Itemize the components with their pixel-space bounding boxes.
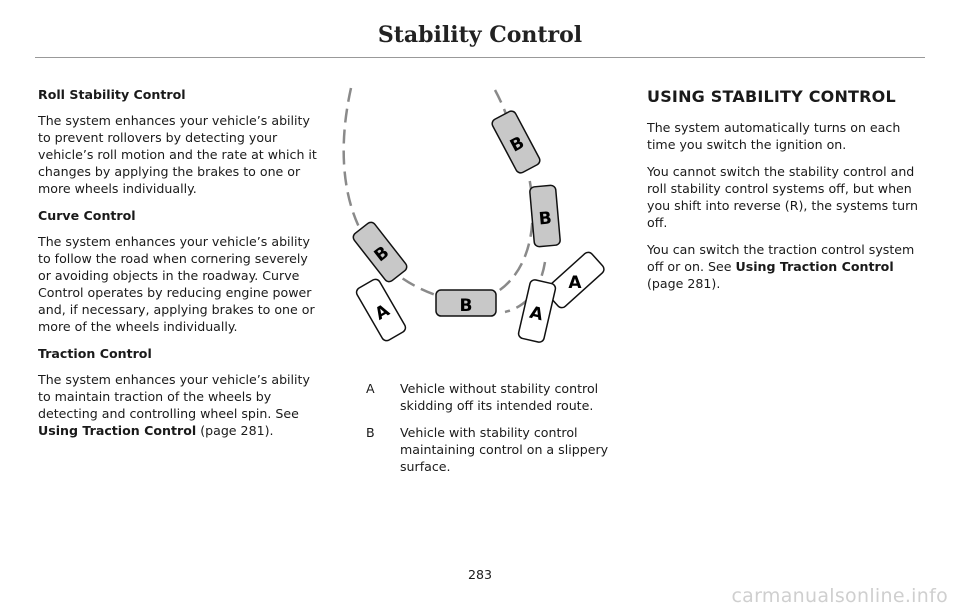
page-title: Stability Control	[377, 22, 583, 48]
car-b-upper: B	[491, 110, 541, 174]
legend-key-a: A	[366, 381, 375, 396]
car-b-middle: B	[529, 184, 561, 248]
cannot-switch-off-text: You cannot switch the stability control …	[647, 164, 919, 230]
traction-switch-before: You can switch the traction control syst…	[647, 242, 915, 274]
legend-item-b: B Vehicle with stability control maintai…	[366, 424, 618, 475]
curve-control-text: The system enhances your vehicle’s abili…	[38, 234, 315, 334]
page-number: 283	[467, 567, 493, 582]
car-b-bottom: B	[435, 289, 497, 317]
watermark: carmanualsonline.info	[731, 585, 948, 607]
car-b-bottom-label: B	[460, 296, 473, 316]
legend-key-b: B	[366, 425, 375, 440]
car-a-right-label: A	[568, 273, 582, 293]
car-a-bottom: A	[517, 279, 557, 343]
using-traction-control-link[interactable]: Using Traction Control	[735, 259, 894, 274]
auto-on-text: The system automatically turns on each t…	[647, 120, 901, 152]
car-a-left: A	[355, 278, 407, 342]
car-a-bottom-label: A	[528, 303, 546, 326]
title-divider	[35, 57, 925, 58]
using-stability-control-heading: USING STABILITY CONTROL	[647, 87, 896, 106]
stability-diagram: B B B A B A A	[342, 87, 605, 343]
skid-route-path-lower	[504, 261, 547, 314]
traction-control-text: The system enhances your vehicle’s abili…	[38, 371, 321, 439]
left-column: Roll Stability Control The system enhanc…	[38, 86, 321, 449]
roll-stability-heading: Roll Stability Control	[38, 87, 186, 102]
car-a-right: A	[545, 251, 605, 309]
diagram-legend: A Vehicle without stability control skid…	[366, 380, 618, 485]
traction-switch-after: (page 281).	[647, 276, 721, 291]
traction-control-link[interactable]: Using Traction Control	[38, 423, 197, 438]
legend-text-b: Vehicle with stability control maintaini…	[400, 425, 609, 474]
traction-text-after: (page 281).	[196, 423, 274, 438]
roll-stability-text: The system enhances your vehicle’s abili…	[38, 113, 317, 196]
traction-control-heading: Traction Control	[38, 346, 152, 361]
car-b-left: B	[352, 221, 408, 283]
traction-text-before: The system enhances your vehicle’s abili…	[38, 372, 310, 421]
curve-control-heading: Curve Control	[38, 208, 136, 223]
legend-text-a: Vehicle without stability control skiddi…	[400, 381, 599, 413]
right-column: USING STABILITY CONTROL The system autom…	[647, 88, 927, 302]
car-b-middle-label: B	[538, 208, 553, 229]
legend-item-a: A Vehicle without stability control skid…	[366, 380, 618, 414]
traction-switch-text: You can switch the traction control syst…	[647, 241, 927, 292]
